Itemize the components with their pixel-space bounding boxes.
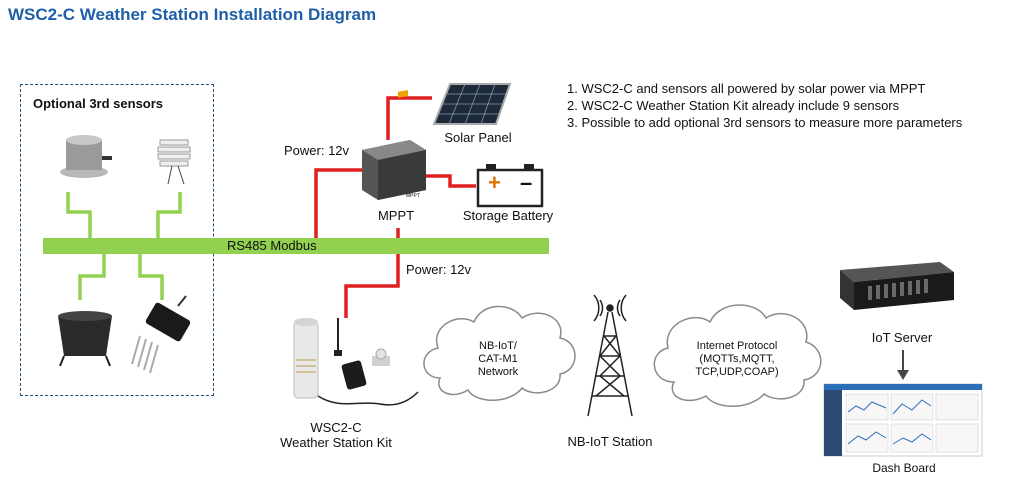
notes-list: 1. WSC2-C and sensors all powered by sol…	[567, 80, 962, 131]
mppt-label: MPPT	[377, 208, 415, 223]
internet-cloud-line-1: Internet Protocol	[696, 340, 778, 352]
cylinder-sensor-icon	[60, 135, 112, 178]
page-title: WSC2-C Weather Station Installation Diag…	[8, 5, 377, 24]
rs485-bus	[43, 238, 549, 254]
nbiot-cloud-line-1: NB-IoT/	[479, 340, 517, 352]
battery-icon	[476, 164, 544, 208]
battery-minus-sign: –	[520, 170, 533, 195]
solar-panel-icon	[432, 83, 512, 125]
weather-station-kit-icon	[293, 318, 419, 406]
server-icon	[840, 262, 954, 310]
battery-label: Storage Battery	[462, 208, 554, 223]
dashboard-label: Dash Board	[872, 461, 936, 475]
power-bottom-label: Power: 12v	[406, 262, 472, 277]
nbiot-cloud-line-2: CAT-M1	[478, 353, 518, 365]
cell-tower-icon	[587, 294, 633, 417]
internet-cloud-shape	[653, 304, 822, 407]
sensor-connectors	[66, 192, 182, 300]
note-2: 2. WSC2-C Weather Station Kit already in…	[567, 98, 900, 113]
probe-sensor-icon	[131, 295, 191, 374]
note-1: 1. WSC2-C and sensors all powered by sol…	[567, 81, 926, 96]
rain-gauge-icon	[58, 311, 112, 367]
rs485-bus-label: RS485 Modbus	[227, 238, 317, 253]
radiation-shield-icon	[157, 139, 191, 185]
battery-plus-sign: +	[488, 170, 501, 195]
internet-cloud-line-2: (MQTTs,MQTT,	[699, 353, 775, 365]
internet-cloud-line-3: TCP,UDP,COAP)	[695, 366, 779, 378]
nbiot-station-label: NB-IoT Station	[567, 434, 653, 449]
kit-label-line-2: Weather Station Kit	[280, 435, 392, 450]
nbiot-cloud-shape	[423, 305, 576, 401]
note-3: 3. Possible to add optional 3rd sensors …	[567, 115, 963, 130]
internet-cloud-text: Internet Protocol (MQTTs,MQTT, TCP,UDP,C…	[695, 340, 778, 379]
arrow-down-icon	[897, 350, 909, 380]
mppt-controller-icon	[362, 90, 426, 200]
optional-sensors-label: Optional 3rd sensors	[33, 96, 164, 111]
power-top-label: Power: 12v	[284, 143, 350, 158]
power-wires	[314, 96, 476, 318]
weather-station-kit-label: WSC2-C Weather Station Kit	[280, 420, 392, 450]
dashboard-screenshot-icon	[823, 383, 983, 457]
kit-label-line-1: WSC2-C	[310, 420, 362, 435]
iot-server-label: IoT Server	[871, 330, 933, 345]
nbiot-cloud-line-3: Network	[477, 366, 519, 378]
solar-panel-label: Solar Panel	[444, 130, 512, 145]
mppt-device-text: MPPT	[406, 193, 420, 199]
nbiot-cloud-text: NB-IoT/ CAT-M1 Network	[478, 340, 518, 379]
